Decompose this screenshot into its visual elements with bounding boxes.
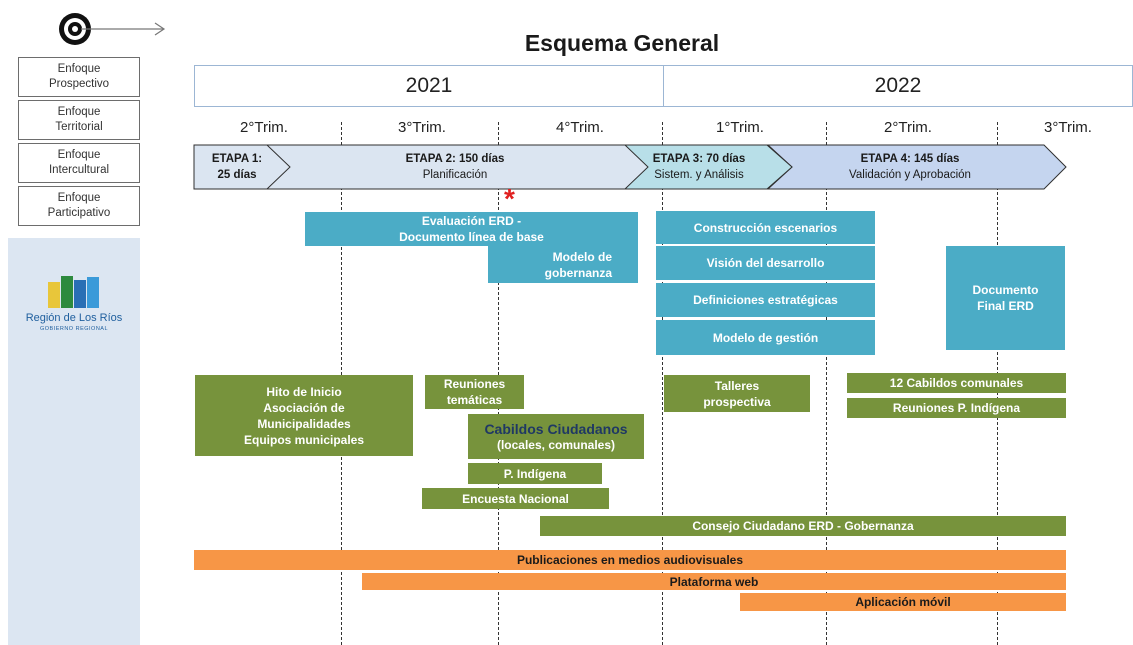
quarter-divider [662, 122, 663, 645]
logo-title: Región de Los Ríos [25, 312, 123, 324]
stage-title: ETAPA 1: [211, 153, 263, 165]
stage-subtitle: Sistem. y Análisis [654, 169, 744, 181]
activity-label: Final ERD [977, 299, 1034, 313]
activity-label: Documento [972, 283, 1039, 297]
stage-title: ETAPA 3: 70 días [652, 153, 746, 165]
page-title: Esquema General [524, 30, 720, 56]
activity-label: gobernanza [544, 265, 612, 280]
activity-label: Hito de Inicio [266, 384, 342, 399]
quarter-label: 4°Trim. [556, 119, 604, 136]
approach-label: Territorial [55, 121, 103, 133]
stage-title: ETAPA 2: 150 días [405, 153, 505, 165]
approach-label: Participativo [47, 207, 111, 219]
activity-label: Municipalidades [257, 416, 351, 431]
activity-label: temáticas [446, 393, 503, 407]
stage-subtitle: Validación y Aprobación [849, 169, 971, 181]
activity-label: Cabildos Ciudadanos [484, 420, 628, 437]
stage-3-label: ETAPA 3: 70 días Sistem. y Análisis [634, 151, 764, 183]
quarter-label: 1°Trim. [716, 119, 764, 136]
activity-label: Equipos municipales [243, 432, 365, 447]
activity-reuniones-p-indigena: Reuniones P. Indígena [847, 398, 1066, 418]
approach-participativo: Enfoque Participativo [18, 186, 140, 226]
stage-arrows [192, 144, 1072, 190]
stage-2-label: ETAPA 2: 150 días Planificación [330, 151, 580, 183]
stage-1-label: ETAPA 1: 25 días [197, 151, 277, 183]
year-2021: 2021 [194, 65, 664, 107]
stage-1-shape [193, 144, 291, 190]
activity-label: Modelo de [552, 249, 612, 264]
activity-vision-desarrollo: Visión del desarrollo [656, 246, 875, 280]
region-logo-icon [46, 274, 102, 310]
quarter-label: 2°Trim. [240, 119, 288, 136]
activity-construccion-escenarios: Construcción escenarios [656, 211, 875, 244]
activity-publicaciones: Publicaciones en medios audiovisuales [194, 550, 1066, 570]
approach-label: Enfoque [57, 63, 101, 75]
activity-label: Talleres [714, 378, 760, 393]
approach-label: Enfoque [57, 192, 101, 204]
approach-label: Intercultural [48, 164, 110, 176]
stage-subtitle: Planificación [422, 169, 488, 181]
activity-p-indigena: P. Indígena [468, 463, 602, 484]
quarter-label: 2°Trim. [884, 119, 932, 136]
activity-label: prospectiva [703, 394, 771, 409]
activity-label: Reuniones [443, 377, 506, 391]
activity-modelo-gestion: Modelo de gestión [656, 320, 875, 355]
logo-panel: Región de Los Ríos GOBIERNO REGIONAL [8, 238, 140, 645]
quarter-divider [826, 122, 827, 645]
quarter-label: 3°Trim. [1044, 119, 1092, 136]
stage-subtitle: 25 días [217, 169, 257, 181]
activity-definiciones-estrategicas: Definiciones estratégicas [656, 283, 875, 317]
activity-cabildos-ciudadanos: Cabildos Ciudadanos (locales, comunales) [468, 414, 644, 459]
approach-label: Enfoque [57, 149, 101, 161]
quarter-label: 3°Trim. [398, 119, 446, 136]
activity-label: (locales, comunales) [496, 437, 616, 452]
stage-3-shape [623, 144, 793, 190]
activity-documento-final: Documento Final ERD [946, 246, 1065, 350]
activity-encuesta-nacional: Encuesta Nacional [422, 488, 609, 509]
stage-4-label: ETAPA 4: 145 días Validación y Aprobació… [800, 151, 1020, 183]
activity-evaluacion-erd: Evaluación ERD - Documento línea de base [305, 212, 638, 246]
approach-intercultural: Enfoque Intercultural [18, 143, 140, 183]
approach-prospectivo: Enfoque Prospectivo [18, 57, 140, 97]
year-2022: 2022 [663, 65, 1133, 107]
activity-consejo-ciudadano: Consejo Ciudadano ERD - Gobernanza [540, 516, 1066, 536]
approach-label: Prospectivo [48, 78, 110, 90]
activity-label: Documento línea de base [399, 230, 544, 244]
activity-cabildos-comunales: 12 Cabildos comunales [847, 373, 1066, 393]
activity-label: Asociación de [263, 400, 345, 415]
target-icon [55, 10, 175, 50]
activity-talleres-prospectiva: Talleres prospectiva [664, 375, 810, 412]
activity-modelo-gobernanza: Modelo de gobernanza [488, 246, 638, 283]
activity-label: Evaluación ERD - [421, 214, 522, 228]
stage-title: ETAPA 4: 145 días [860, 153, 960, 165]
activity-aplicacion-movil: Aplicación móvil [740, 593, 1066, 611]
activity-plataforma-web: Plataforma web [362, 573, 1066, 590]
logo-subtitle: GOBIERNO REGIONAL [39, 326, 109, 332]
activity-reuniones-tematicas: Reuniones temáticas [425, 375, 524, 409]
activity-hito-inicio: Hito de Inicio Asociación de Municipalid… [195, 375, 413, 456]
approach-territorial: Enfoque Territorial [18, 100, 140, 140]
approach-label: Enfoque [57, 106, 101, 118]
asterisk-marker: * [504, 183, 515, 214]
